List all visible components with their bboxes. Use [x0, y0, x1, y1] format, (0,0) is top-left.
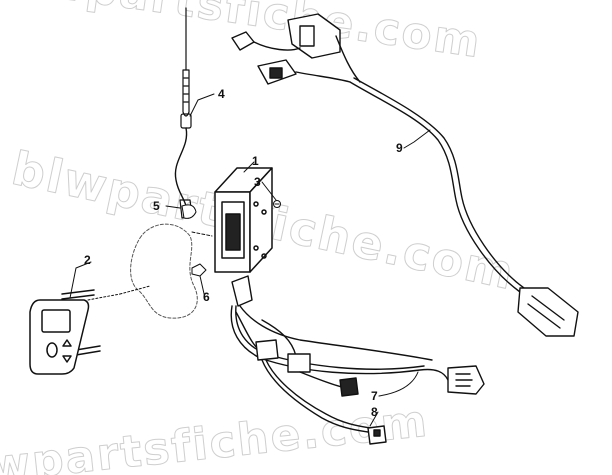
harness-lead — [261, 359, 387, 445]
callout-3: 3 — [254, 175, 261, 189]
callout-7: 7 — [371, 389, 378, 403]
callout-6: 6 — [203, 290, 210, 304]
watermark-text-bottom: blwpartsfiche.com — [0, 396, 431, 475]
main-harness — [230, 275, 485, 397]
callout-labels: 1 2 3 4 5 6 7 8 9 — [84, 87, 403, 419]
mounting-outline — [130, 223, 198, 319]
leader-lines — [69, 93, 431, 427]
callout-9: 9 — [396, 141, 403, 155]
antenna — [174, 7, 193, 219]
callout-8: 8 — [371, 405, 378, 419]
callout-1: 1 — [252, 154, 259, 168]
callout-5: 5 — [153, 199, 160, 213]
wrist-remote — [29, 289, 121, 375]
clamp — [181, 204, 197, 219]
nut — [191, 263, 207, 277]
screw — [273, 200, 281, 208]
callout-4: 4 — [218, 87, 225, 101]
callout-2: 2 — [84, 253, 91, 267]
receiver-module — [214, 167, 273, 273]
extension-harness — [231, 13, 579, 337]
